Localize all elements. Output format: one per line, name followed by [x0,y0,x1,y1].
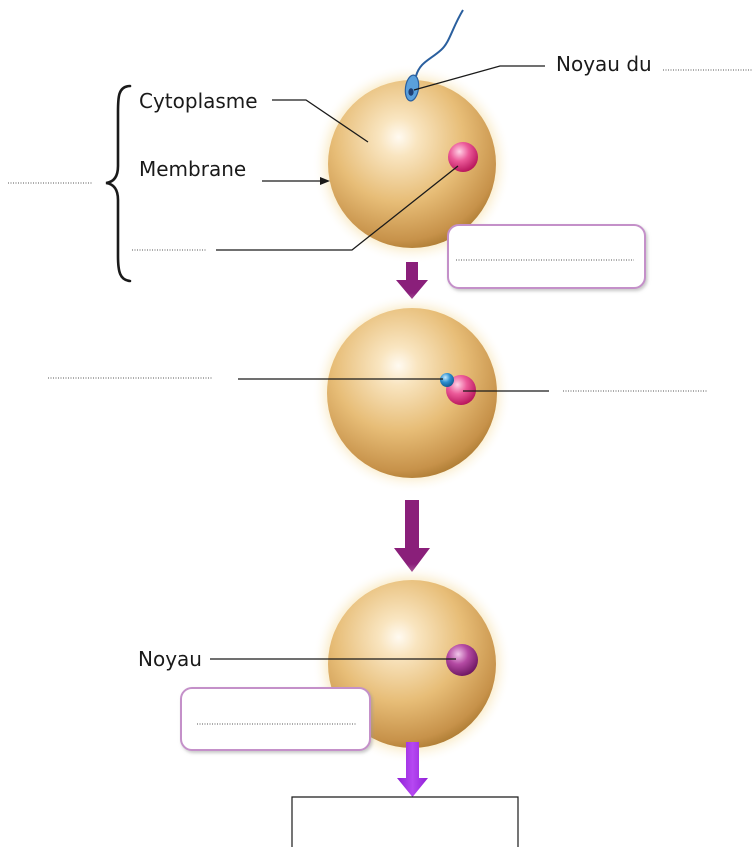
sperm-nucleus-2 [440,373,454,387]
stage-1-egg-and-sperm: Cytoplasme Membrane Noyau du [8,10,752,288]
egg-nucleus [448,142,478,172]
label-noyau: Noyau [138,647,202,671]
label-membrane: Membrane [139,157,246,181]
arrow-2 [394,500,430,572]
brace [106,86,130,281]
stage-3-zygote: Noyau [138,564,512,764]
answer-box-2[interactable] [181,688,370,750]
stage-2-fertilization [48,293,708,493]
label-cytoplasme: Cytoplasme [139,89,258,113]
zygote-nucleus [446,644,478,676]
answer-box-final[interactable] [292,797,518,847]
answer-box-1[interactable] [448,225,645,288]
sperm-nucleus-dot [408,88,413,96]
label-noyau-du: Noyau du [556,52,652,76]
